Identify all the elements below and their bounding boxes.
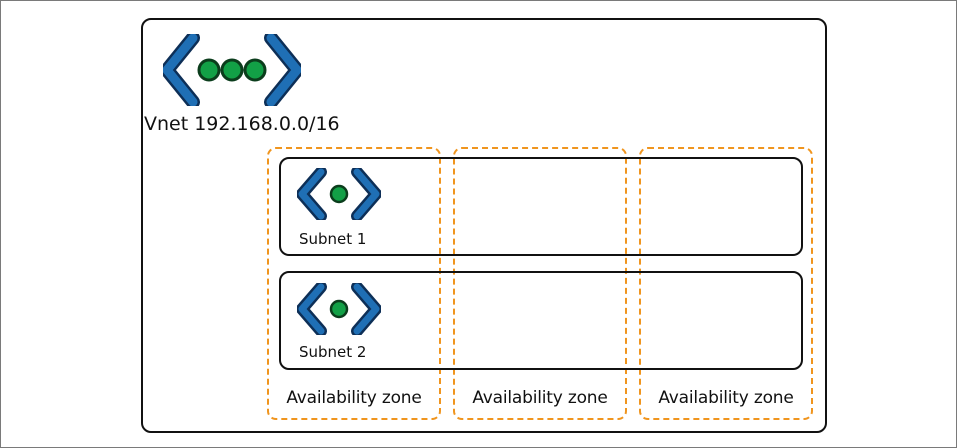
subnet-2-box: [279, 271, 803, 370]
subnet-1-icon: [297, 168, 381, 220]
vnet-icon: [163, 34, 301, 106]
vnet-container: [141, 18, 827, 433]
subnet-1-box: [279, 157, 803, 256]
availability-zone-3: Availability zone: [639, 147, 813, 420]
availability-zone-label: Availability zone: [472, 388, 608, 408]
availability-zone-1: Availability zone: [267, 147, 441, 420]
availability-zone-2: Availability zone: [453, 147, 627, 420]
vnet-label: Vnet 192.168.0.0/16: [144, 113, 340, 135]
availability-zone-label: Availability zone: [658, 388, 794, 408]
subnet-2-icon: [297, 283, 381, 335]
availability-zone-label: Availability zone: [286, 388, 422, 408]
subnet-2-label: Subnet 2: [299, 343, 367, 361]
subnet-1-label: Subnet 1: [299, 230, 367, 248]
